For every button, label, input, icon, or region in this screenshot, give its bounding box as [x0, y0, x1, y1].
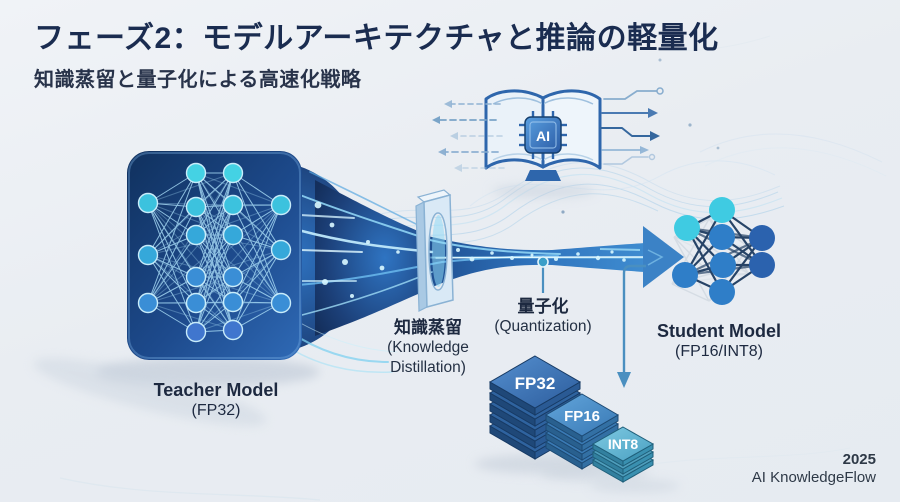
- student-model-precision: (FP16/INT8): [674, 343, 763, 360]
- distillation-label-ja: 知識蒸留: [394, 318, 462, 337]
- int8-stack-label: INT8: [608, 436, 639, 452]
- distillation-label-en1: (Knowledge: [387, 339, 469, 356]
- quantization-label-ja: 量子化: [517, 297, 569, 316]
- teacher-model-precision: (FP32): [191, 402, 241, 419]
- circuit-arrows-right: [561, 58, 720, 214]
- quantization-label: 量子化 (Quantization): [458, 296, 628, 337]
- distillation-label-en2: Distillation): [390, 359, 466, 376]
- ai-chip-label: AI: [536, 128, 550, 144]
- int8-stack-icon: [591, 426, 655, 483]
- footer-brand: AI KnowledgeFlow: [751, 469, 876, 486]
- page-title: フェーズ2：モデルアーキテクチャと推論の軽量化: [34, 22, 719, 55]
- teacher-network-icon: [137, 162, 292, 343]
- student-model-name: Student Model: [657, 321, 781, 341]
- distillation-label: 知識蒸留 (Knowledge Distillation): [343, 317, 513, 378]
- student-network-icon: [672, 197, 775, 305]
- student-model-label: Student Model (FP16/INT8): [609, 320, 829, 362]
- teacher-model-card: [127, 151, 302, 360]
- fp16-stack-label: FP16: [564, 408, 600, 425]
- quantization-marker: [537, 256, 549, 293]
- footer: 2025 AI KnowledgeFlow: [752, 451, 876, 487]
- down-arrow-icon: [617, 264, 646, 388]
- shadows: [33, 184, 680, 493]
- page-subtitle: 知識蒸留と量子化による高速化戦略: [34, 68, 362, 91]
- fp32-stack-label: FP32: [515, 374, 556, 393]
- teacher-model-label: Teacher Model (FP32): [106, 379, 326, 421]
- footer-year: 2025: [842, 451, 876, 468]
- chip-pins: [519, 111, 567, 159]
- teacher-model-name: Teacher Model: [153, 380, 279, 400]
- quantization-label-en: (Quantization): [494, 318, 592, 335]
- ai-book-icon: AI: [484, 89, 602, 181]
- stream-particles: [314, 201, 626, 298]
- circuit-arrows-left: [432, 100, 505, 172]
- filter-plate-icon: [415, 189, 454, 312]
- header: フェーズ2：モデルアーキテクチャと推論の軽量化 知識蒸留と量子化による高速化戦略: [34, 20, 719, 92]
